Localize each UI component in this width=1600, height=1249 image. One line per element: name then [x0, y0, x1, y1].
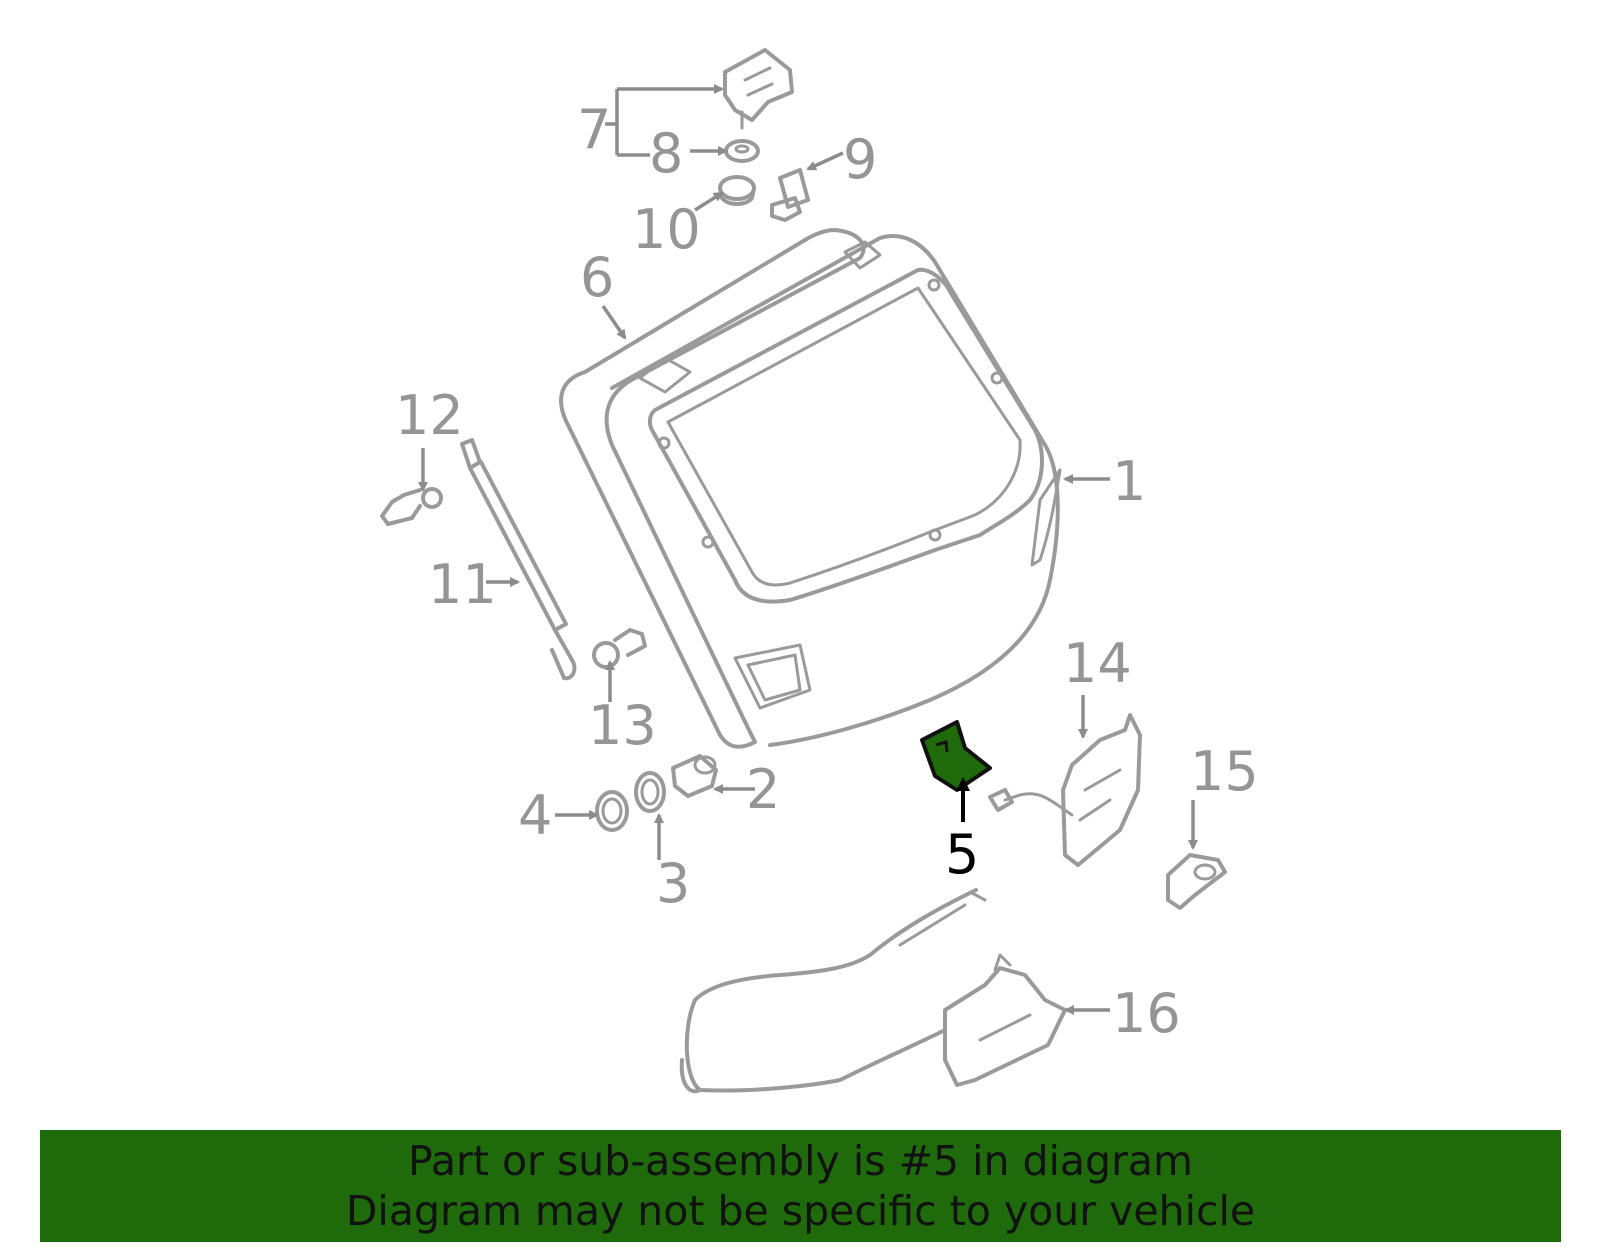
callout-10: 10	[632, 198, 701, 261]
banner-line-1: Part or sub-assembly is #5 in diagram	[408, 1137, 1193, 1185]
callout-9: 9	[843, 128, 877, 191]
ball-stud-lower-part	[592, 628, 647, 669]
callout-3: 3	[656, 852, 690, 915]
callout-16: 16	[1112, 982, 1181, 1045]
seal-ring-part	[634, 771, 666, 813]
bushing-part	[671, 754, 718, 798]
bolt-part	[770, 168, 810, 222]
callout-14: 14	[1063, 632, 1132, 695]
callout-15: 15	[1190, 740, 1259, 803]
leader-lines	[418, 89, 1198, 1015]
washer-part	[724, 139, 760, 163]
striker-part	[1166, 853, 1227, 910]
info-banner: Part or sub-assembly is #5 in diagram Di…	[40, 1130, 1561, 1242]
callout-2: 2	[746, 758, 780, 821]
callout-8: 8	[649, 122, 683, 185]
handle-cable-part	[679, 888, 1067, 1094]
callout-7: 7	[577, 98, 611, 161]
callout-1: 1	[1112, 450, 1146, 513]
ball-stud-upper-part	[380, 487, 443, 526]
callout-5: 5	[945, 823, 979, 886]
nut-part	[718, 175, 756, 206]
callout-12: 12	[395, 384, 464, 447]
hinge-part	[723, 48, 794, 130]
callout-11: 11	[428, 553, 497, 616]
callout-13: 13	[588, 694, 657, 757]
gas-strut-part	[460, 438, 577, 681]
callout-4: 4	[518, 784, 552, 847]
liftgate-part	[559, 228, 1062, 749]
latch-part	[988, 713, 1142, 867]
o-ring-part	[595, 790, 629, 832]
callout-6: 6	[580, 246, 614, 309]
highlighted-part-5	[920, 720, 992, 792]
banner-line-2: Diagram may not be specific to your vehi…	[345, 1187, 1256, 1235]
highlighted-part-5-detail	[935, 740, 949, 753]
